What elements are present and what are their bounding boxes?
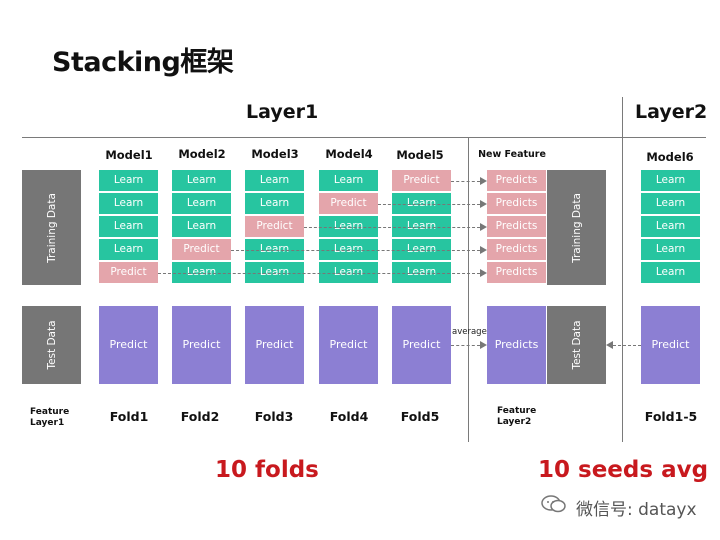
model5-fold-cell: Learn <box>392 262 451 283</box>
fold1-label: Fold1 <box>109 409 149 424</box>
test-data-label: Test Data <box>570 320 583 370</box>
model6-label: Model6 <box>646 150 694 164</box>
model4-label: Model4 <box>325 147 373 161</box>
average-arrow-line <box>451 345 480 346</box>
average-label: average <box>452 327 487 337</box>
model4-test-predict: Predict <box>319 306 378 384</box>
fold1-5-label: Fold1-5 <box>644 409 698 424</box>
fold4-label: Fold4 <box>329 409 369 424</box>
new-feature-test-predicts: Predicts <box>487 306 546 384</box>
model5-fold-cell: Learn <box>392 193 451 214</box>
arrow-line-row4 <box>231 250 480 251</box>
test-data-block-layer2: Test Data <box>547 306 606 384</box>
model1-label: Model1 <box>105 148 153 162</box>
arrow-head-row5 <box>480 269 487 277</box>
model4-fold-cell: Learn <box>319 262 378 283</box>
arrow-head-row1 <box>480 177 487 185</box>
training-data-label: Training Data <box>570 192 583 263</box>
model3-label: Model3 <box>251 147 299 161</box>
arrow-head-row4 <box>480 246 487 254</box>
fold3-label: Fold3 <box>254 409 294 424</box>
fold5-label: Fold5 <box>400 409 440 424</box>
arrow-head-row2 <box>480 200 487 208</box>
layer2-title: Layer2 <box>635 101 708 123</box>
page-title: Stacking框架 <box>52 47 234 78</box>
model2-fold-cell: Learn <box>172 170 231 191</box>
model1-fold-cell: Learn <box>99 239 158 260</box>
model6-fold-cell: Learn <box>641 262 700 283</box>
model6-fold-cell: Learn <box>641 239 700 260</box>
new-feature-predicts-cell: Predicts <box>487 262 546 283</box>
model1-fold-cell: Learn <box>99 216 158 237</box>
wechat-icon <box>541 495 567 513</box>
model5-fold-cell: Predict <box>392 170 451 191</box>
model1-fold-cell: Learn <box>99 193 158 214</box>
header-divider <box>22 137 706 138</box>
model5-label: Model5 <box>396 148 444 162</box>
new-feature-predicts-cell: Predicts <box>487 170 546 191</box>
average-arrow-head <box>480 341 487 349</box>
model2-fold-cell: Learn <box>172 262 231 283</box>
model5-fold-cell: Learn <box>392 216 451 237</box>
new-feature-label: New Feature <box>478 149 546 160</box>
model4-fold-cell: Learn <box>319 239 378 260</box>
model6-fold-cell: Learn <box>641 193 700 214</box>
model3-fold-cell: Learn <box>245 170 304 191</box>
ten-seeds-label: 10 seeds avg <box>538 457 709 483</box>
model3-fold-cell: Learn <box>245 193 304 214</box>
model3-fold-cell: Learn <box>245 239 304 260</box>
model1-fold-cell: Learn <box>99 170 158 191</box>
watermark-text: 微信号: datayx <box>576 500 697 520</box>
model2-fold-cell: Predict <box>172 239 231 260</box>
model6-test-predict: Predict <box>641 306 700 384</box>
model1-fold-cell: Predict <box>99 262 158 283</box>
ten-folds-label: 10 folds <box>215 457 319 483</box>
arrow-line-row3 <box>304 227 480 228</box>
fold2-label: Fold2 <box>180 409 220 424</box>
model2-label: Model2 <box>178 147 226 161</box>
new-feature-predicts-cell: Predicts <box>487 239 546 260</box>
layer-separator-1 <box>468 137 469 442</box>
arrow-line-row1 <box>451 181 480 182</box>
feature-layer2-label: Feature Layer2 <box>497 406 537 427</box>
model4-fold-cell: Learn <box>319 216 378 237</box>
layer1-title: Layer1 <box>246 101 319 123</box>
training-data-block-left: Training Data <box>22 170 81 285</box>
test-data-label: Test Data <box>45 320 58 370</box>
model3-fold-cell: Predict <box>245 216 304 237</box>
model6-arrow-head <box>606 341 613 349</box>
model3-test-predict: Predict <box>245 306 304 384</box>
feature-layer1-label: Feature Layer1 <box>30 407 70 428</box>
model5-fold-cell: Learn <box>392 239 451 260</box>
model6-arrow-line <box>613 345 641 346</box>
model1-test-predict: Predict <box>99 306 158 384</box>
model5-test-predict: Predict <box>392 306 451 384</box>
arrow-line-row5 <box>158 273 480 274</box>
layer-separator-2 <box>622 97 623 442</box>
new-feature-predicts-cell: Predicts <box>487 193 546 214</box>
model2-fold-cell: Learn <box>172 193 231 214</box>
model2-fold-cell: Learn <box>172 216 231 237</box>
model2-test-predict: Predict <box>172 306 231 384</box>
training-data-label: Training Data <box>45 192 58 263</box>
arrow-head-row3 <box>480 223 487 231</box>
model6-fold-cell: Learn <box>641 170 700 191</box>
model6-fold-cell: Learn <box>641 216 700 237</box>
new-feature-predicts-cell: Predicts <box>487 216 546 237</box>
model4-fold-cell: Learn <box>319 170 378 191</box>
test-data-block-left: Test Data <box>22 306 81 384</box>
model3-fold-cell: Learn <box>245 262 304 283</box>
arrow-line-row2 <box>378 204 480 205</box>
training-data-block-layer2: Training Data <box>547 170 606 285</box>
model4-fold-cell: Predict <box>319 193 378 214</box>
